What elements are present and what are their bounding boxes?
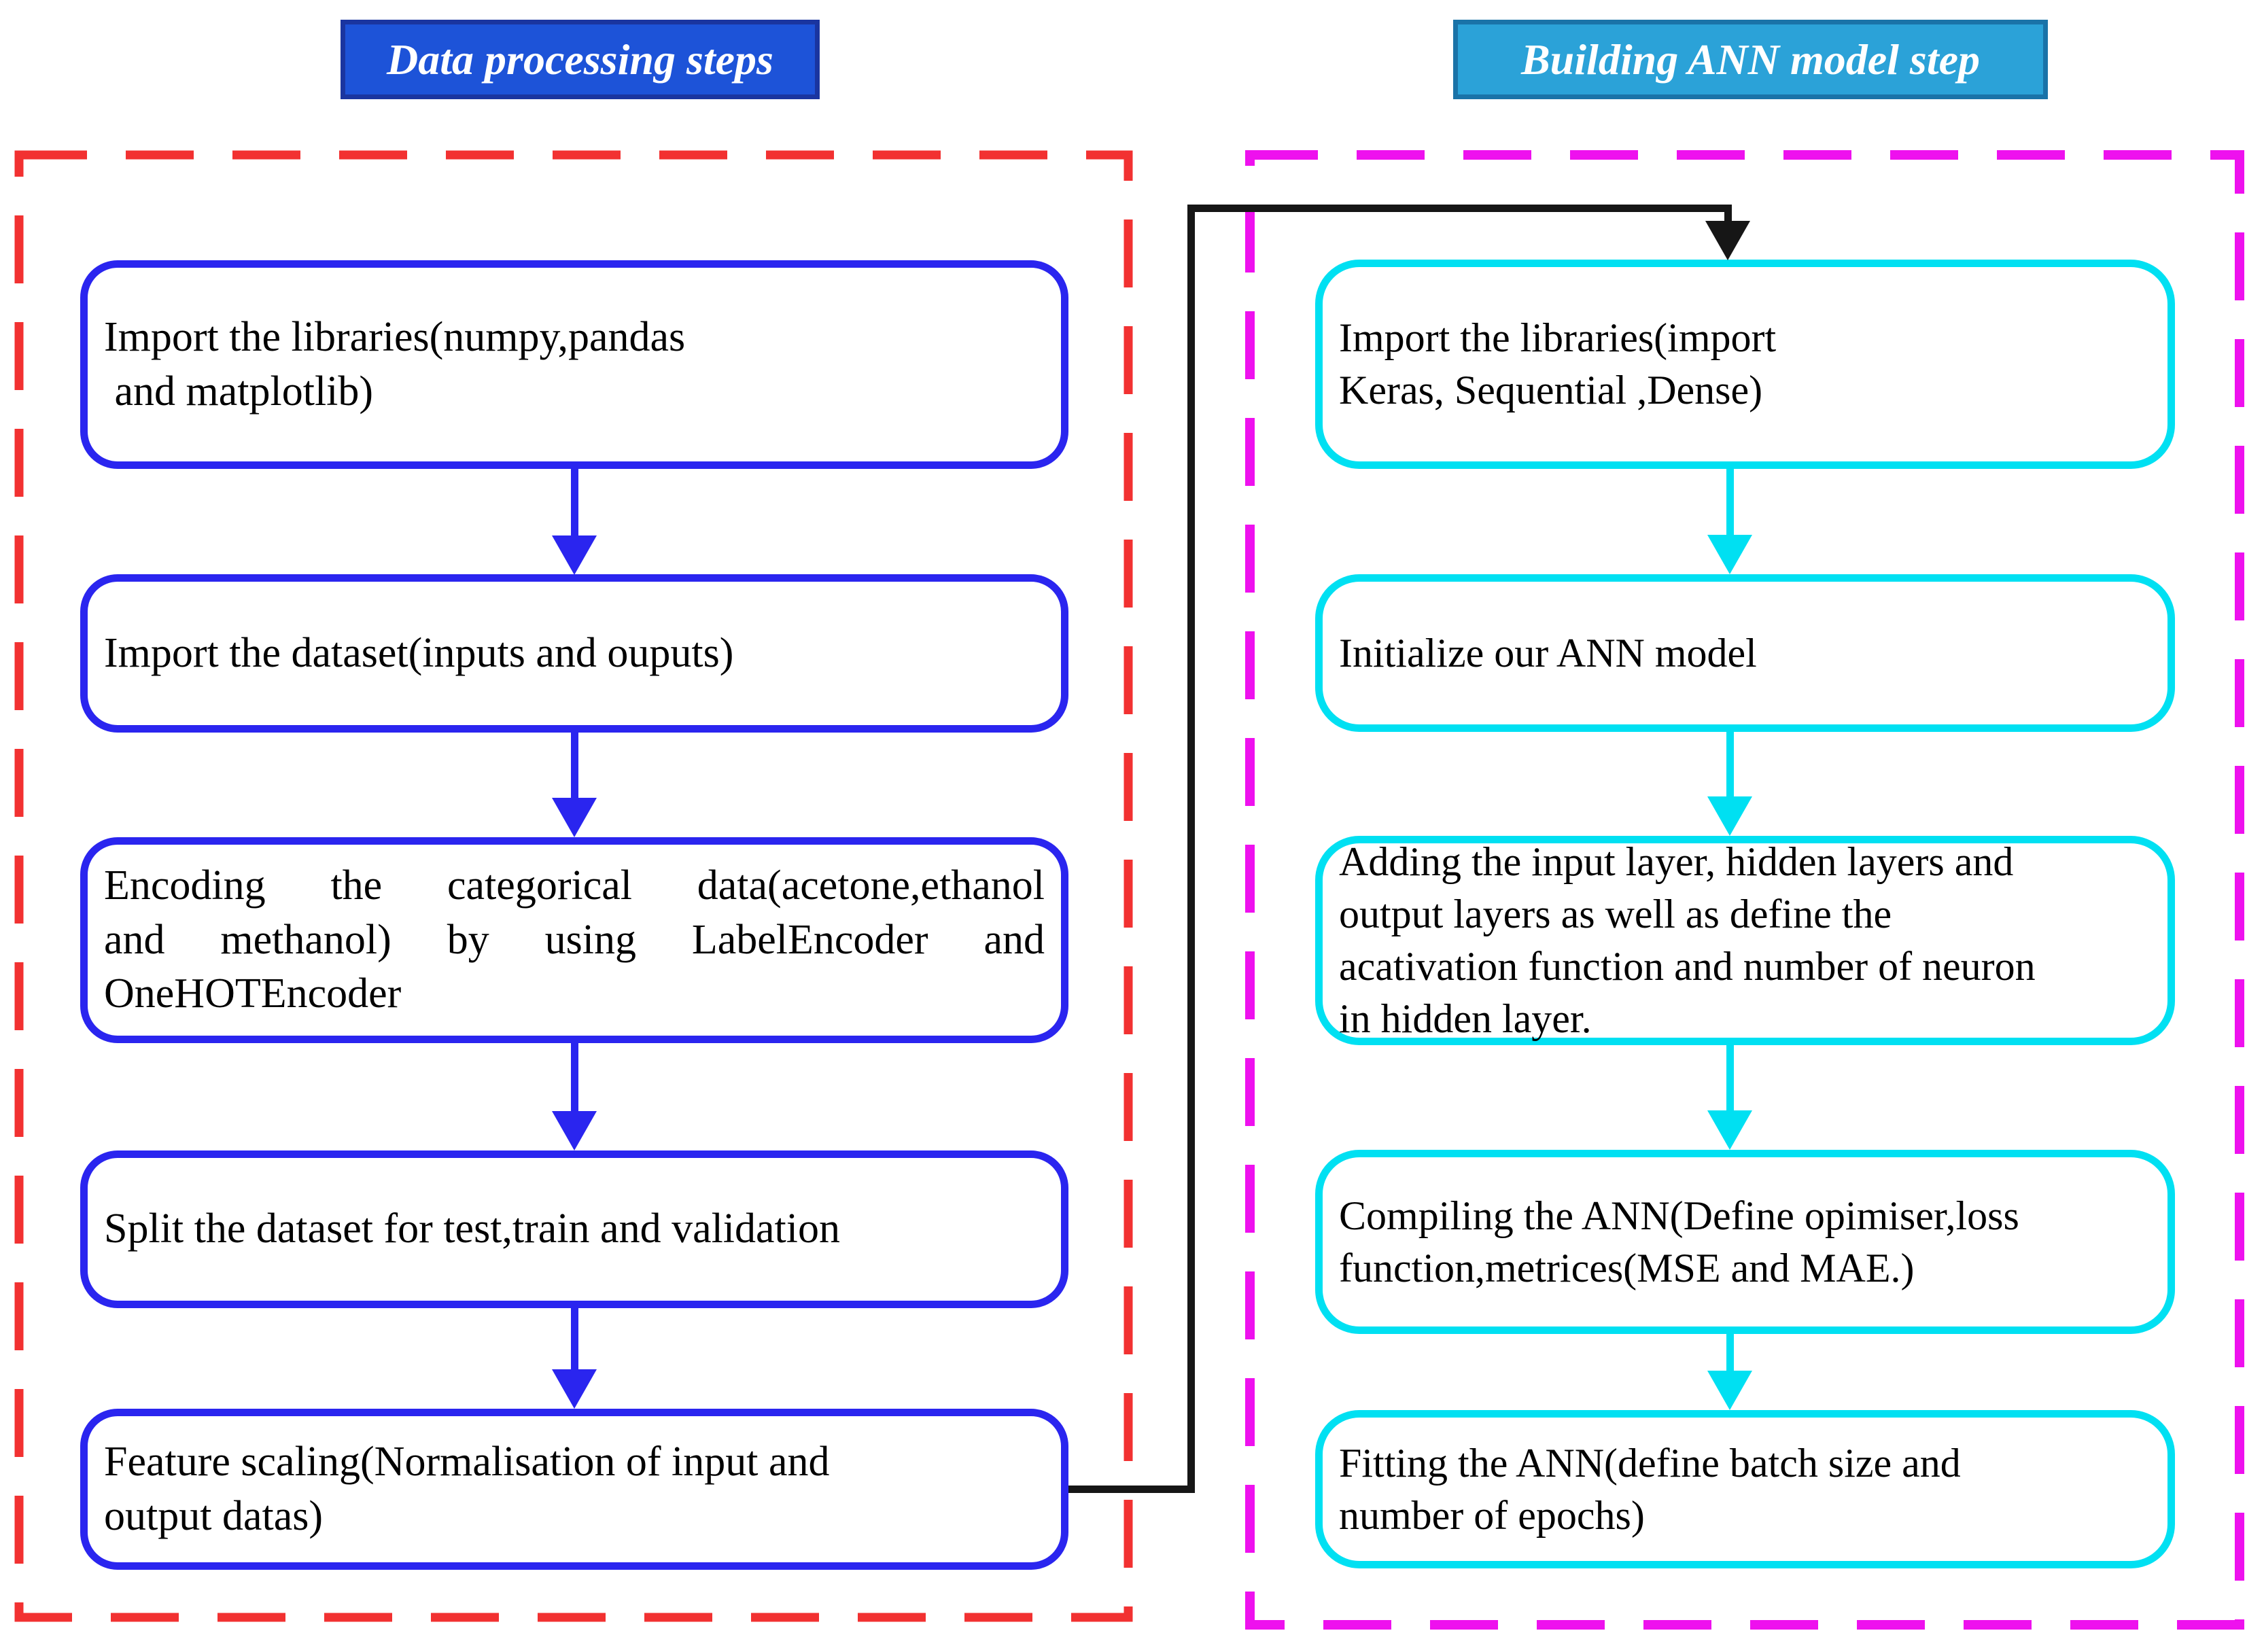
step-import-keras: Import the libraries(import Keras, Seque… (1315, 260, 2175, 469)
cross-column-connector-segment (1187, 205, 1731, 212)
step-split-dataset-label: Split the dataset for test,train and val… (104, 1206, 841, 1252)
down-arrow-line (1726, 1045, 1734, 1114)
step-import-libraries: Import the libraries(numpy,pandas and ma… (80, 260, 1068, 469)
left-column-header: Data processing steps (341, 20, 820, 99)
data-processing-container-border (14, 150, 1133, 1622)
cross-column-connector-arrowhead-icon (1705, 221, 1750, 260)
right-column-header-label: Building ANN model step (1520, 35, 1981, 84)
down-arrow-icon (1707, 1110, 1752, 1150)
step-compile-ann-label: Compiling the ANN(Define opimiser,loss f… (1339, 1193, 2019, 1290)
down-arrow-icon (1707, 1371, 1752, 1410)
step-fit-ann-label: Fitting the ANN(define batch size and nu… (1339, 1440, 1961, 1538)
down-arrow-line (1726, 1334, 1734, 1375)
cross-column-connector-segment (1187, 205, 1195, 1493)
down-arrow-line (571, 1043, 578, 1114)
step-import-keras-label: Import the libraries(import Keras, Seque… (1339, 315, 1777, 412)
step-feature-scaling: Feature scaling(Normalisation of input a… (80, 1409, 1068, 1570)
down-arrow-line (571, 1308, 578, 1373)
cross-column-connector-segment (1068, 1486, 1195, 1493)
step-split-dataset: Split the dataset for test,train and val… (80, 1150, 1068, 1308)
down-arrow-icon (552, 1111, 597, 1150)
step-import-libraries-label: Import the libraries(numpy,pandas and ma… (104, 314, 686, 415)
ann-model-container-border (1245, 150, 2244, 1630)
step-add-layers-label: Adding the input layer, hidden layers an… (1339, 839, 2036, 1041)
down-arrow-icon (552, 798, 597, 837)
down-arrow-line (1726, 469, 1734, 539)
step-fit-ann: Fitting the ANN(define batch size and nu… (1315, 1410, 2175, 1568)
down-arrow-line (1726, 732, 1734, 799)
down-arrow-line (571, 733, 578, 802)
cross-column-connector-segment (1724, 205, 1732, 225)
down-arrow-line (571, 469, 578, 540)
step-encode-categorical: Encoding the categorical data(acetone,et… (80, 837, 1068, 1043)
step-add-layers: Adding the input layer, hidden layers an… (1315, 836, 2175, 1045)
down-arrow-icon (1707, 535, 1752, 574)
step-encode-categorical-label: Encoding the categorical data(acetone,et… (104, 862, 1045, 1017)
step-import-dataset-label: Import the dataset(inputs and ouputs) (104, 629, 734, 676)
step-initialize-ann: Initialize our ANN model (1315, 574, 2175, 732)
step-feature-scaling-label: Feature scaling(Normalisation of input a… (104, 1439, 830, 1539)
down-arrow-icon (552, 1369, 597, 1409)
down-arrow-icon (1707, 796, 1752, 836)
left-column-header-label: Data processing steps (387, 35, 773, 84)
step-initialize-ann-label: Initialize our ANN model (1339, 630, 1757, 675)
right-column-header: Building ANN model step (1453, 20, 2048, 99)
step-compile-ann: Compiling the ANN(Define opimiser,loss f… (1315, 1150, 2175, 1334)
down-arrow-icon (552, 535, 597, 575)
step-import-dataset: Import the dataset(inputs and ouputs) (80, 574, 1068, 733)
